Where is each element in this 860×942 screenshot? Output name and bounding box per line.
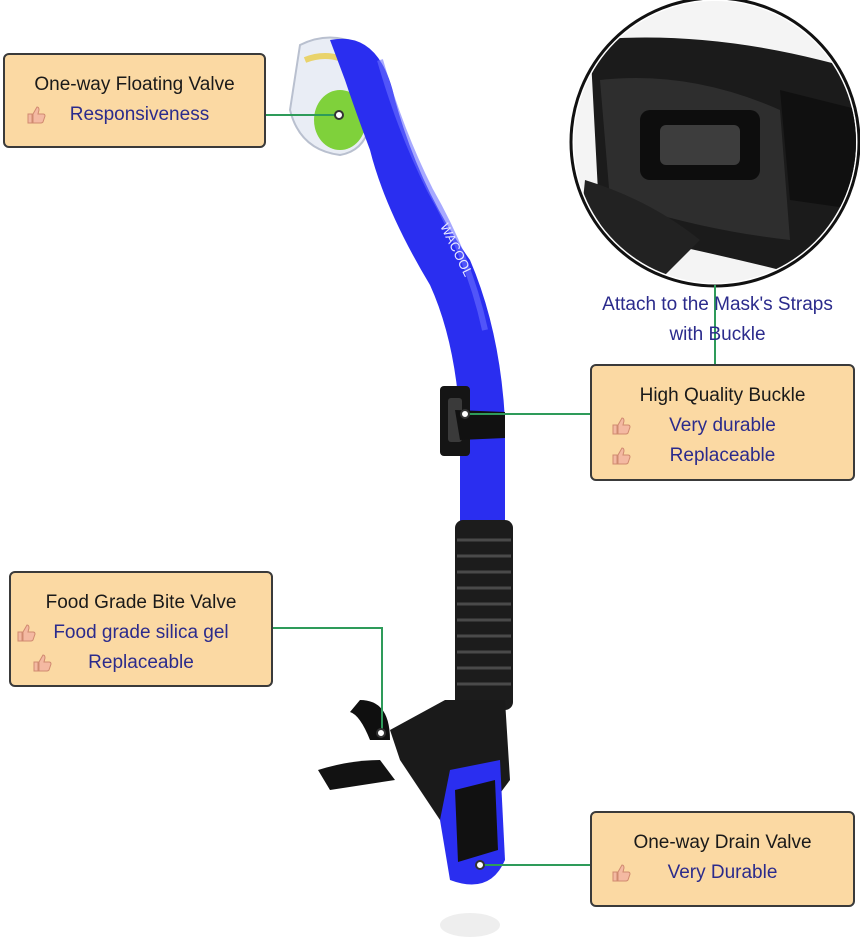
thumbs-up-icon <box>612 864 631 882</box>
corrugated-hose <box>455 520 513 710</box>
callout-point: Replaceable <box>669 445 776 466</box>
mask-caption-line-1: Attach to the Mask's Straps <box>602 294 833 315</box>
leader-buckle <box>465 413 592 415</box>
callout-title: One-way Floating Valve <box>34 74 235 95</box>
anchor-buckle <box>460 409 470 419</box>
callout-title: High Quality Buckle <box>639 385 806 406</box>
callout-point: Very Durable <box>667 862 778 883</box>
callout-drain-valve: One-way Drain Valve Very Durable <box>590 811 855 907</box>
callout-point: Responsiveness <box>69 104 210 125</box>
callout-point: Replaceable <box>88 652 194 673</box>
snorkel-tube <box>330 38 505 530</box>
drain-valve-part <box>440 760 505 885</box>
callout-point: Food grade silica gel <box>53 622 229 643</box>
leader-bite-valve-v <box>381 627 383 733</box>
mask-strap-zoom <box>569 0 860 288</box>
leader-floating-valve <box>265 114 340 116</box>
thumbs-up-icon <box>27 106 46 124</box>
thumbs-up-icon <box>17 624 36 642</box>
callout-floating-valve: One-way Floating Valve Responsiveness <box>3 53 266 148</box>
callout-buckle: High Quality Buckle Very durable Replace… <box>590 364 855 481</box>
mask-caption: Attach to the Mask's Straps with Buckle <box>575 290 860 350</box>
anchor-drain-valve <box>475 860 485 870</box>
leader-drain-valve <box>480 864 592 866</box>
callout-bite-valve: Food Grade Bite Valve Food grade silica … <box>9 571 273 687</box>
leader-mask-caption <box>714 285 716 365</box>
leader-bite-valve-h <box>272 627 382 629</box>
callout-title: Food Grade Bite Valve <box>45 592 237 613</box>
thumbs-up-icon <box>33 654 52 672</box>
anchor-floating-valve <box>334 110 344 120</box>
thumbs-up-icon <box>612 447 631 465</box>
callout-point: Very durable <box>669 415 776 436</box>
thumbs-up-icon <box>612 417 631 435</box>
anchor-bite-valve <box>376 728 386 738</box>
callout-title: One-way Drain Valve <box>633 832 812 853</box>
mask-caption-line-2: with Buckle <box>669 324 766 345</box>
